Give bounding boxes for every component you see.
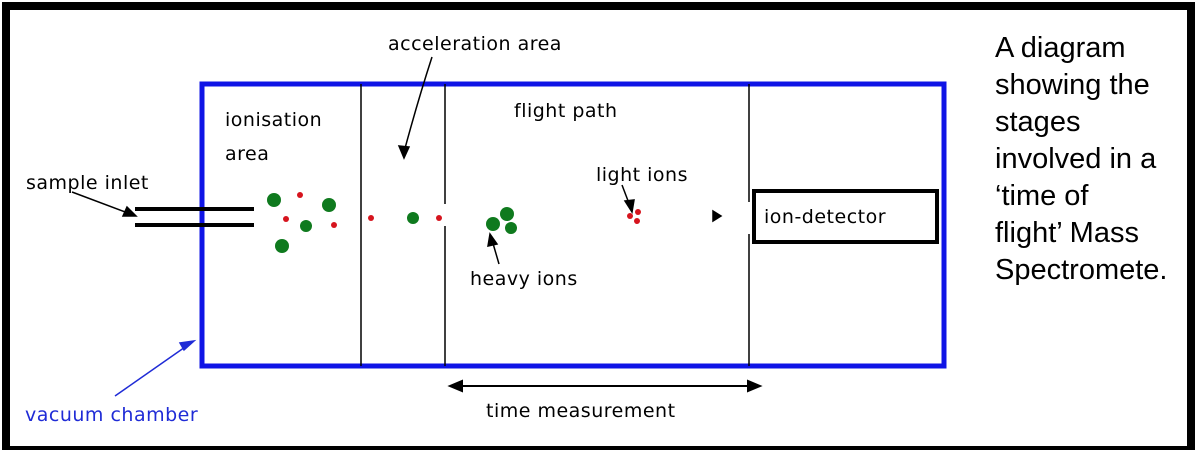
light-ion [627, 213, 633, 219]
time-arrow-left-head [447, 379, 463, 393]
inlet-pointer-line [71, 191, 129, 214]
time-arrow-right-head [747, 379, 763, 393]
acceleration-pointer-line [403, 56, 433, 153]
caption-line: flight’ Mass [995, 217, 1139, 249]
caption-line: Spectromete. [995, 254, 1168, 286]
flight-direction-arrow [712, 209, 723, 223]
caption-line: involved in a [995, 143, 1157, 175]
acceleration-arrow-head [397, 145, 411, 160]
heavy-ion [500, 207, 514, 221]
light-ion [436, 215, 442, 221]
light-ions-arrow-head [623, 199, 635, 215]
diagram-caption: A diagram showing the stages involved in… [995, 30, 1195, 289]
caption-line: stages [995, 106, 1081, 138]
flight-path-label: flight path [514, 100, 618, 122]
caption-line: A diagram [995, 32, 1126, 64]
ion-detector-box [752, 189, 939, 244]
heavy-ion [407, 212, 419, 224]
heavy-ion [322, 198, 336, 212]
light-ion [331, 222, 337, 228]
inlet-arrow-head [121, 205, 138, 217]
heavy-ion [275, 239, 289, 253]
heavy-ion [267, 193, 281, 207]
light-ion [635, 209, 641, 215]
vacuum-arrow-head [178, 339, 197, 352]
ionisation-area-label-line2: area [225, 143, 269, 165]
ionisation-area-label-line1: ionisation [225, 109, 322, 131]
acceleration-area-label: acceleration area [388, 33, 562, 55]
caption-line: ‘time of [995, 180, 1089, 212]
caption-line: showing the [995, 69, 1150, 101]
vacuum-pointer-line [114, 344, 189, 397]
heavy-ions-label: heavy ions [470, 268, 578, 290]
light-ion [368, 215, 374, 221]
ion-detector-label: ion-detector [764, 206, 886, 228]
light-ion [283, 216, 289, 222]
light-ion [634, 218, 640, 224]
vacuum-pointer [114, 339, 197, 397]
sample-inlet-label: sample inlet [26, 172, 149, 194]
pointer-arrows [71, 56, 723, 265]
heavy-ions-group [267, 193, 517, 253]
time-measurement-arrow [447, 379, 763, 393]
heavy-ion [505, 222, 517, 234]
heavy-ions-arrow-head [487, 232, 499, 247]
time-measurement-label: time measurement [486, 400, 676, 422]
heavy-ion [486, 217, 500, 231]
light-ion [297, 192, 303, 198]
heavy-ion [300, 220, 312, 232]
light-ions-group [283, 192, 641, 228]
vacuum-chamber-label: vacuum chamber [25, 404, 198, 426]
light-ions-label: light ions [596, 164, 688, 186]
